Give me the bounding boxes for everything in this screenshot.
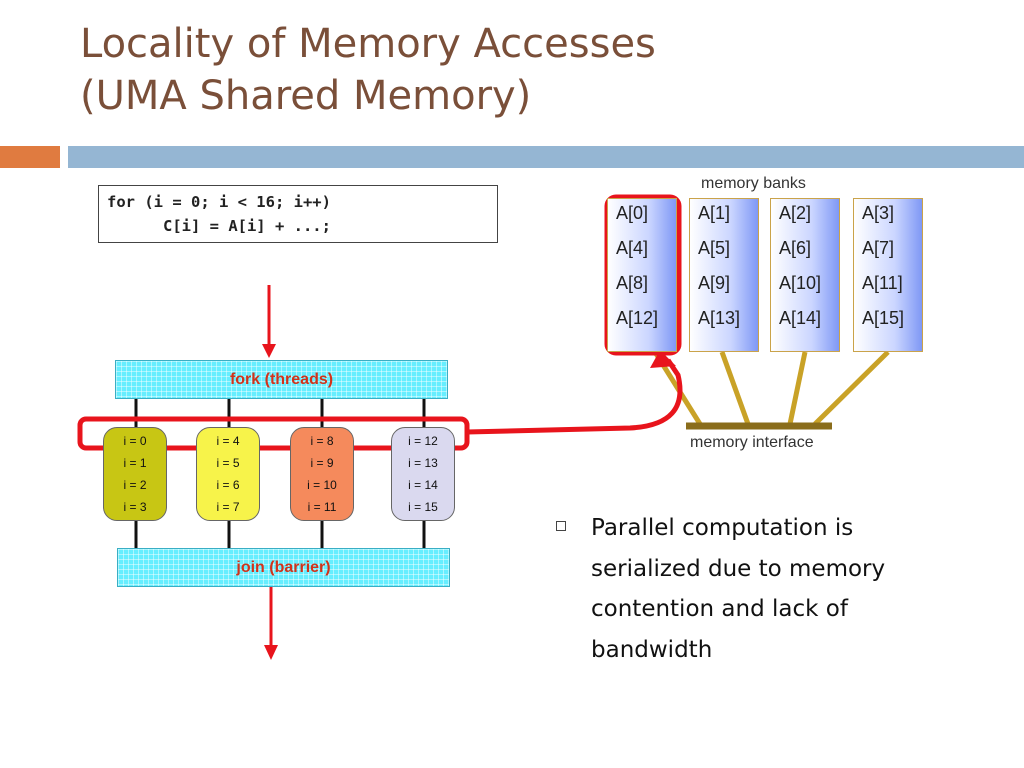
fork-block: fork (threads) bbox=[115, 360, 448, 399]
thread-3-item-3: i = 15 bbox=[408, 500, 438, 514]
thread-2-item-0: i = 8 bbox=[310, 434, 334, 448]
thread-1-item-3: i = 7 bbox=[216, 500, 240, 514]
memory-banks-label: memory banks bbox=[701, 175, 806, 192]
bank-0-cell-2: A[8] bbox=[616, 273, 649, 293]
bank-2-cell-3: A[14] bbox=[779, 308, 822, 328]
code-line-1: for (i = 0; i < 16; i++) bbox=[107, 193, 331, 211]
bank-1-cell-0: A[1] bbox=[698, 203, 731, 223]
code-box: for (i = 0; i < 16; i++) C[i] = A[i] + .… bbox=[98, 185, 498, 243]
bank-0-cell-0: A[0] bbox=[616, 203, 649, 223]
bank-0-cell-3: A[12] bbox=[616, 308, 659, 328]
bank-1-cell-3: A[13] bbox=[698, 308, 741, 328]
thread-3-item-0: i = 12 bbox=[408, 434, 438, 448]
contention-arrow bbox=[466, 358, 683, 435]
thread-0-item-3: i = 3 bbox=[123, 500, 147, 514]
bank-3-cell-1: A[7] bbox=[862, 238, 895, 258]
join-label: join (barrier) bbox=[236, 558, 331, 576]
thread-2-item-3: i = 11 bbox=[307, 500, 337, 514]
threads-row-highlight bbox=[77, 416, 470, 451]
slide-title: Locality of Memory Accesses (UMA Shared … bbox=[80, 18, 980, 122]
thread-0-item-1: i = 1 bbox=[123, 456, 147, 470]
thread-3-item-1: i = 13 bbox=[408, 456, 438, 470]
bank-2-cell-0: A[2] bbox=[779, 203, 812, 223]
thread-block-0: i = 0 i = 1 i = 2 i = 3 bbox=[103, 427, 167, 521]
memory-bank-2: A[2] A[6] A[10] A[14] bbox=[770, 198, 840, 352]
thread-block-3: i = 12 i = 13 i = 14 i = 15 bbox=[391, 427, 455, 521]
join-block: join (barrier) bbox=[117, 548, 450, 587]
thread-block-1: i = 4 i = 5 i = 6 i = 7 bbox=[196, 427, 260, 521]
bank-3-cell-3: A[15] bbox=[862, 308, 905, 328]
bank-3-cell-2: A[11] bbox=[862, 273, 903, 293]
bank-1-cell-2: A[9] bbox=[698, 273, 731, 293]
thread-0-item-2: i = 2 bbox=[123, 478, 147, 492]
fork-label: fork (threads) bbox=[229, 370, 334, 388]
memory-interface-label: memory interface bbox=[690, 434, 814, 451]
title-accent-blue bbox=[68, 146, 1024, 168]
bullet-text: Parallel computation is serialized due t… bbox=[591, 515, 886, 663]
memory-bus bbox=[652, 350, 890, 426]
title-accent-orange bbox=[0, 146, 60, 168]
fork-arrowhead-icon bbox=[262, 344, 276, 358]
memory-bank-1: A[1] A[5] A[9] A[13] bbox=[689, 198, 759, 352]
thread-1-item-1: i = 5 bbox=[216, 456, 240, 470]
thread-2-item-1: i = 9 bbox=[310, 456, 334, 470]
bank-2-cell-1: A[6] bbox=[779, 238, 812, 258]
thread-1-item-2: i = 6 bbox=[216, 478, 240, 492]
join-arrowhead-icon bbox=[264, 645, 278, 660]
memory-bank-0: A[0] A[4] A[8] A[12] bbox=[607, 198, 677, 352]
bank-3-cell-0: A[3] bbox=[862, 203, 895, 223]
contention-arrowhead-icon bbox=[650, 350, 676, 368]
bank-2-cell-2: A[10] bbox=[779, 273, 822, 293]
title-line-1: Locality of Memory Accesses bbox=[80, 21, 656, 67]
thread-block-2: i = 8 i = 9 i = 10 i = 11 bbox=[290, 427, 354, 521]
thread-1-item-0: i = 4 bbox=[216, 434, 240, 448]
thread-0-item-0: i = 0 bbox=[123, 434, 147, 448]
thread-connectors bbox=[134, 397, 426, 548]
bullet-square-icon bbox=[556, 521, 566, 531]
memory-bank-3: A[3] A[7] A[11] A[15] bbox=[853, 198, 923, 352]
bank-0-cell-1: A[4] bbox=[616, 238, 649, 258]
code-line-2: C[i] = A[i] + ...; bbox=[107, 217, 331, 235]
thread-3-item-2: i = 14 bbox=[408, 478, 438, 492]
thread-2-item-2: i = 10 bbox=[307, 478, 337, 492]
title-line-2: (UMA Shared Memory) bbox=[80, 73, 532, 119]
bank-1-cell-1: A[5] bbox=[698, 238, 731, 258]
